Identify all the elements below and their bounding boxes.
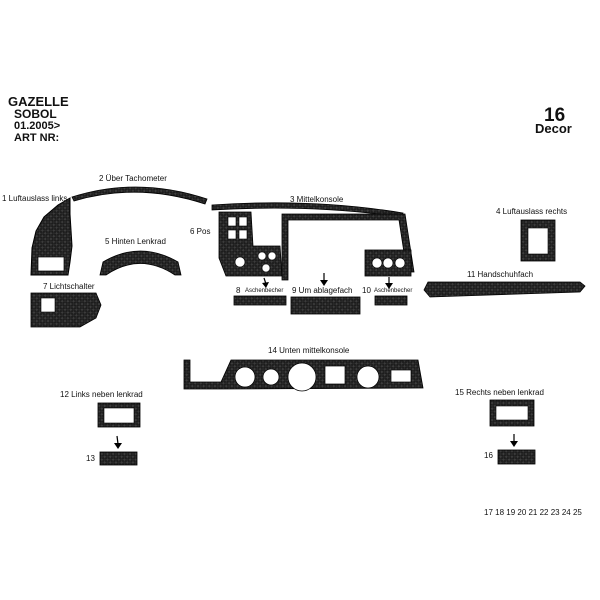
label-part-10-number: 10 <box>362 286 371 295</box>
label-part-16: 16 <box>484 451 493 460</box>
part-7-light-switch <box>30 292 102 328</box>
label-part-12: 12 Links neben lenkrad <box>60 390 143 399</box>
label-part-8-number: 8 <box>236 286 241 295</box>
part-15-right-of-steering-wheel <box>489 399 535 427</box>
part-10-ashtray <box>374 277 408 306</box>
label-part-3: 3 Mittelkonsole <box>290 195 344 204</box>
label-part-15: 15 Rechts neben lenkrad <box>455 388 544 397</box>
model-name: GAZELLE <box>8 94 69 109</box>
article-number-label: ART NR: <box>14 132 60 144</box>
accessory-part-numbers: 17 18 19 20 21 22 23 24 25 <box>484 508 582 517</box>
part-6-pos <box>218 211 283 277</box>
part-9-storage-compartment <box>290 273 361 315</box>
model-variant: SOBOL <box>14 107 57 121</box>
part-5-behind-steering-wheel <box>99 250 182 276</box>
label-part-9: 9 Um ablagefach <box>292 286 353 295</box>
part-8-ashtray <box>233 277 287 306</box>
label-part-2: 2 Über Tachometer <box>99 174 167 183</box>
set-number: 16 <box>544 105 566 126</box>
label-part-1: 1 Luftauslass links <box>2 194 68 203</box>
label-part-14: 14 Unten mittelkonsole <box>268 346 350 355</box>
part-14-lower-center-console <box>183 359 424 392</box>
label-part-6: 6 Pos <box>190 227 211 236</box>
part-13 <box>99 435 138 466</box>
part-2-over-speedometer <box>71 186 208 205</box>
label-part-8-name: Aschenbecher <box>245 288 284 294</box>
label-part-10-name: Aschenbecher <box>374 288 413 294</box>
part-3-center-console <box>211 202 415 281</box>
part-12-left-of-steering-wheel <box>97 402 141 428</box>
label-part-4: 4 Luftauslass rechts <box>496 207 568 216</box>
part-1-left-air-vent <box>30 197 73 276</box>
part-11-glovebox <box>423 281 586 298</box>
model-date: 01.2005> <box>14 120 61 132</box>
decor-label: Decor <box>535 121 572 136</box>
label-part-13: 13 <box>86 454 95 463</box>
label-part-11: 11 Handschuhfach <box>467 270 534 279</box>
part-16 <box>497 434 536 465</box>
label-part-7: 7 Lichtschalter <box>43 282 95 291</box>
label-part-5: 5 Hinten Lenkrad <box>105 237 166 246</box>
part-4-right-air-vent <box>520 219 556 262</box>
